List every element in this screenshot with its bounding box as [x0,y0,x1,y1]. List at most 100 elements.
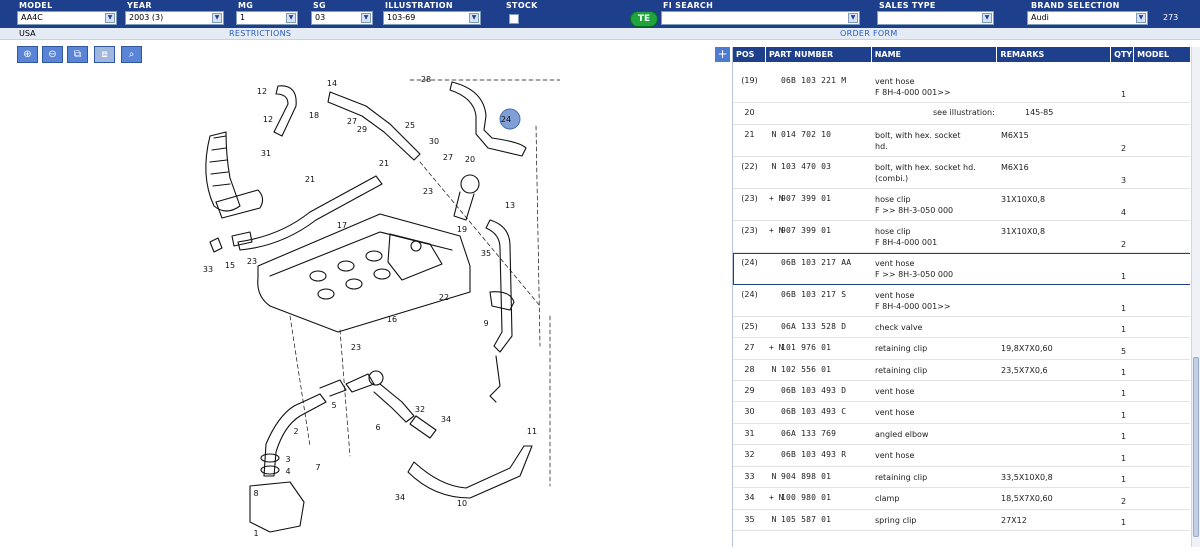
callout-label[interactable]: 33 [203,265,213,274]
callout-label[interactable]: 21 [305,175,315,184]
callout-label[interactable]: 24 [501,115,511,124]
callout-label[interactable]: 1 [253,529,258,538]
chevron-down-icon[interactable]: ▼ [286,13,296,23]
zoom-fit-icon[interactable]: ⧈ [94,46,115,63]
sales-type-select[interactable]: ▼ [877,11,994,25]
model-select[interactable]: AA4C▼ [17,11,117,25]
callout-label[interactable]: 34 [441,415,451,424]
callout-label[interactable]: 23 [423,187,433,196]
row-qty: 1 [1120,368,1127,377]
expand-icon[interactable]: + [715,47,730,62]
sg-select[interactable]: 03▼ [311,11,373,25]
callout-label[interactable]: 9 [483,319,488,328]
callout-label[interactable]: 17 [337,221,347,230]
callout-label[interactable]: 6 [375,423,380,432]
fi-search-select[interactable]: ▼ [661,11,860,25]
chevron-down-icon[interactable]: ▼ [212,13,222,23]
callout-label[interactable]: 29 [357,125,367,134]
search-icon[interactable]: ⌕ [121,46,142,63]
restrictions-link[interactable]: RESTRICTIONS [229,29,292,38]
brand-select[interactable]: Audi▼ [1027,11,1148,25]
callout-label[interactable]: 2 [293,427,298,436]
callout-label[interactable]: 3 [285,455,290,464]
callout-label[interactable]: 28 [421,75,431,84]
row-part-number: 06B 103 493 R [781,450,847,459]
stock-checkbox[interactable] [509,14,519,24]
callout-label[interactable]: 23 [351,343,361,352]
illustration-select[interactable]: 103-69▼ [383,11,481,25]
row-name-line1: spring clip [875,516,917,525]
callout-label[interactable]: 32 [415,405,425,414]
zoom-in-icon[interactable]: ⊕ [17,46,38,63]
callout-label[interactable]: 7 [315,463,320,472]
mg-select[interactable]: 1▼ [236,11,298,25]
callout-label[interactable]: 14 [327,79,337,88]
callout-label[interactable]: 18 [309,111,319,120]
row-remarks: 18,5X7X0,60 [1001,493,1053,504]
callout-label[interactable]: 27 [443,153,453,162]
callout-label[interactable]: 13 [505,201,515,210]
col-qty[interactable]: QTY [1111,47,1135,62]
row-qty: 1 [1120,325,1127,334]
scrollbar[interactable] [1191,47,1200,547]
chevron-down-icon[interactable]: ▼ [982,13,992,23]
chevron-down-icon[interactable]: ▼ [848,13,858,23]
callout-label[interactable]: 21 [379,159,389,168]
chevron-down-icon[interactable]: ▼ [105,13,115,23]
callout-label[interactable]: 19 [457,225,467,234]
callout-label[interactable]: 16 [387,315,397,324]
callout-label[interactable]: 8 [253,489,258,498]
chevron-down-icon[interactable]: ▼ [1136,13,1146,23]
callout-24-highlight[interactable] [499,108,521,130]
zoom-area-icon[interactable]: ⧉ [67,46,88,63]
callout-label[interactable]: 4 [285,467,290,476]
callout-label[interactable]: 10 [457,499,467,508]
zoom-out-icon[interactable]: ⊖ [42,46,63,63]
callout-label[interactable]: 34 [395,493,405,502]
row-remarks-line1: M6X16 [1001,163,1029,172]
chevron-down-icon[interactable]: ▼ [361,13,371,23]
col-name[interactable]: NAME [872,47,998,62]
callout-label[interactable]: 20 [465,155,475,164]
callout-label[interactable]: 12 [257,87,267,96]
callout-label[interactable]: 22 [439,293,449,302]
chevron-down-icon[interactable]: ▼ [469,13,479,23]
callout-label[interactable]: 25 [405,121,415,130]
callout-label[interactable]: 15 [225,261,235,270]
callout-label[interactable]: 5 [331,401,336,410]
col-part-number[interactable]: PART NUMBER [766,47,872,62]
callout-label[interactable]: 31 [261,149,271,158]
col-model[interactable]: MODEL [1137,50,1170,59]
te-badge[interactable]: TE [630,11,658,27]
callout-label[interactable]: 12 [263,115,273,124]
callout-label[interactable]: 23 [247,257,257,266]
col-remarks[interactable]: REMARKS [997,47,1112,62]
callout-label[interactable]: 11 [527,427,537,436]
scrollbar-thumb[interactable] [1193,357,1199,537]
year-select[interactable]: 2003 (3)▼ [125,11,224,25]
order-form-link[interactable]: ORDER FORM [840,29,898,38]
col-pos[interactable]: POS [733,47,766,62]
callout-label[interactable]: 35 [481,249,491,258]
callout-label[interactable]: 30 [429,137,439,146]
callout-label[interactable]: 27 [347,117,357,126]
